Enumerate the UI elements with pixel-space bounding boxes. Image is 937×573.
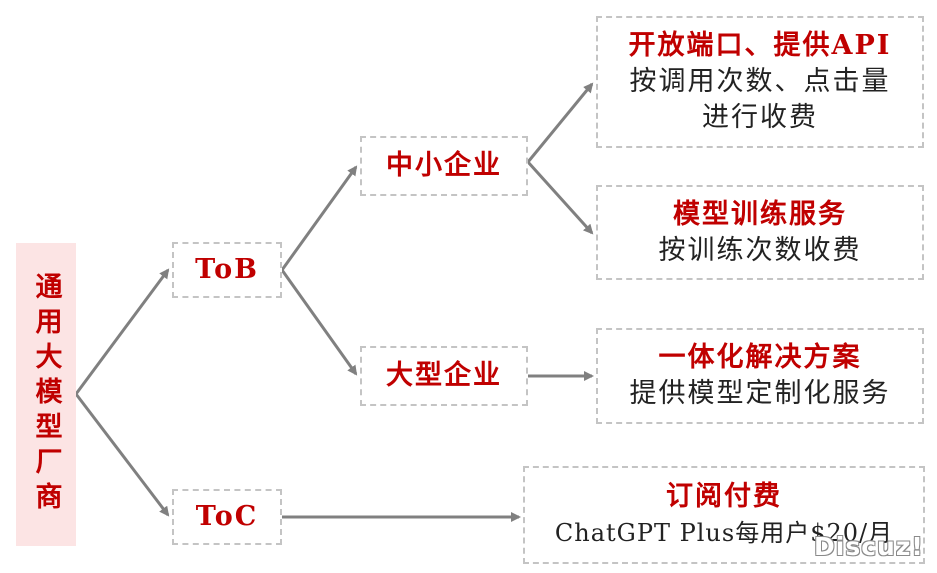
solution-title: 一体化解决方案: [658, 342, 862, 373]
sme-node: 中小企业: [360, 136, 528, 196]
large-enterprise-label: 大型企业: [386, 360, 502, 391]
solution-node: 一体化解决方案 提供模型定制化服务: [596, 328, 924, 424]
root-label: 通用大模型厂商: [30, 272, 62, 517]
arrow-tob-to-sme: [280, 165, 358, 271]
api-desc-line2: 进行收费: [702, 102, 818, 133]
arrow-root-to-toc: [74, 393, 170, 517]
subscription-desc: ChatGPT Plus每用户$20/月: [554, 519, 894, 547]
subscription-title: 订阅付费: [666, 481, 782, 512]
solution-desc: 提供模型定制化服务: [629, 378, 891, 409]
arrow-sme-to-api: [526, 82, 594, 163]
tob-label: ToB: [195, 254, 259, 285]
training-desc: 按训练次数收费: [658, 234, 862, 266]
sme-label: 中小企业: [386, 150, 502, 181]
api-desc-line1: 按调用次数、点击量: [629, 66, 891, 97]
api-title: 开放端口、提供API: [628, 30, 892, 61]
watermark-logo: Discuz!: [814, 532, 924, 561]
large-enterprise-node: 大型企业: [360, 346, 528, 406]
toc-label: ToC: [195, 501, 259, 532]
subscription-node: 订阅付费 ChatGPT Plus每用户$20/月: [523, 466, 925, 564]
arrow-sme-to-training: [526, 160, 594, 235]
tob-node: ToB: [172, 242, 282, 298]
training-node: 模型训练服务 按训练次数收费: [596, 185, 924, 280]
toc-node: ToC: [172, 489, 282, 545]
arrow-tob-to-large: [280, 269, 358, 376]
api-node: 开放端口、提供API 按调用次数、点击量 进行收费: [596, 16, 924, 148]
training-title: 模型训练服务: [673, 198, 847, 230]
root-node: 通用大模型厂商: [16, 243, 76, 546]
arrow-root-to-tob: [74, 268, 170, 395]
